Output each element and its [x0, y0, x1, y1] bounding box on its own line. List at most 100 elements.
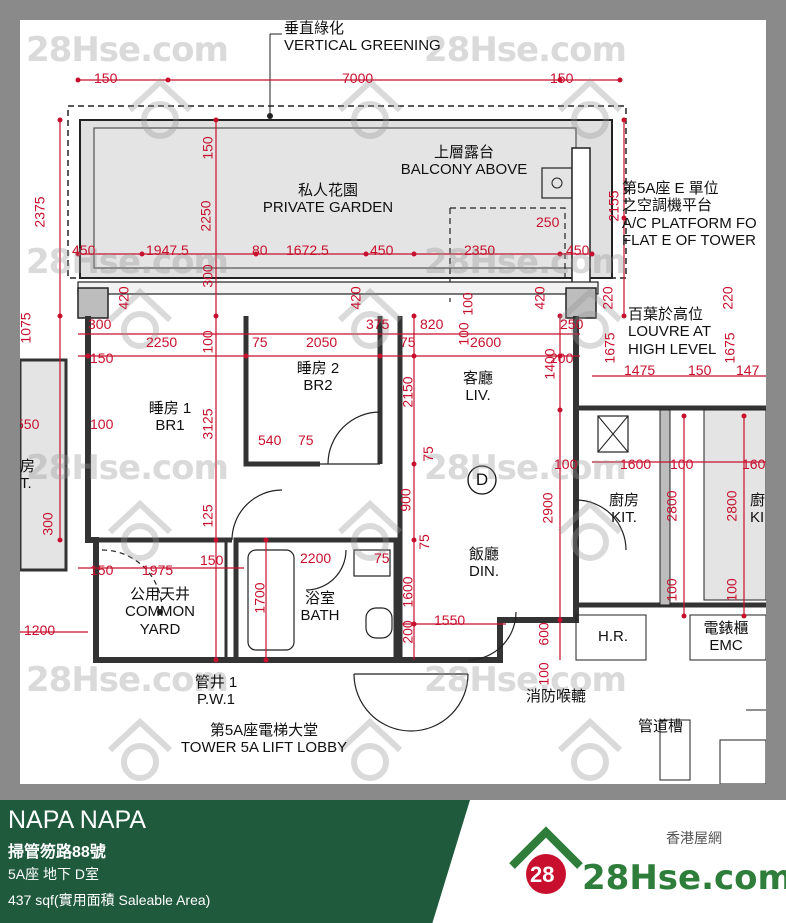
dimension-label: 150 — [550, 70, 574, 86]
dimension-label: 100 — [199, 330, 216, 354]
dimension-lines — [20, 79, 766, 660]
dimension-label: 147 — [736, 362, 760, 378]
dimension-label: 150 — [90, 562, 114, 578]
dimension-label: 2800 — [663, 490, 680, 522]
dimension-label: 1975 — [142, 562, 174, 578]
dimension-label: 150 — [90, 350, 114, 366]
dimension-label: 250 — [560, 316, 584, 332]
vertical-greening-boundary — [67, 105, 627, 279]
dimension-label: 100 — [90, 416, 114, 432]
dimension-label: 250 — [536, 214, 560, 230]
property-address: 掃管笏路88號 — [8, 844, 106, 861]
watermark-badges — [107, 77, 623, 781]
dimension-label: 540 — [258, 432, 282, 448]
dimension-label: 820 — [420, 316, 444, 332]
dimension-label: 300 — [88, 316, 112, 332]
brand-site-link[interactable]: 28Hse.com — [582, 858, 786, 898]
listing-footer: NAPA NAPA 掃管笏路88號 5A座 地下 D室 437 sqf(實用面積… — [0, 800, 786, 923]
dimension-label: 80 — [252, 242, 268, 258]
dimension-label: 200 — [550, 350, 574, 366]
dimension-label: 75 — [400, 334, 416, 350]
dimension-label: 7000 — [342, 70, 374, 86]
dimension-label: 2050 — [306, 334, 338, 350]
dimension-label: 220 — [599, 286, 616, 310]
dimension-label: 75 — [252, 334, 268, 350]
dimension-label: 420 — [347, 286, 364, 310]
dimension-label: 125 — [199, 504, 216, 528]
brand-name-cn: 香港屋網 — [666, 831, 722, 847]
dimension-label: 300 — [199, 264, 216, 288]
dimension-label: 2155 — [605, 190, 622, 222]
dimension-label: 200 — [399, 620, 416, 644]
dimension-label: 420 — [115, 286, 132, 310]
property-unit: 5A座 地下 D室 — [8, 866, 100, 882]
hose-reel-box-label: H.R. — [598, 628, 628, 645]
dimension-label: 1675 — [721, 332, 738, 364]
dimension-label: 150 — [199, 136, 216, 160]
dimension-label: 100 — [554, 456, 578, 472]
dimension-label: 550 — [20, 416, 40, 432]
dimension-label: 100 — [535, 662, 552, 686]
dimension-label: 1600 — [399, 576, 416, 608]
dimension-label: 3125 — [199, 408, 216, 440]
brand-logo-icon — [509, 826, 583, 894]
unit-letter: D — [475, 470, 489, 489]
dimension-label: 1475 — [624, 362, 656, 378]
dimension-label: 1947.5 — [146, 242, 189, 258]
dimension-label: 75 — [415, 534, 432, 550]
dimension-label: 160 — [742, 456, 766, 472]
dimension-label: 2375 — [31, 196, 48, 228]
dimension-label: 2800 — [723, 490, 740, 522]
dimension-label: 375 — [366, 316, 390, 332]
balcony-above-outline — [449, 207, 566, 302]
property-area: 437 sqf(實用面積 Saleable Area) — [8, 892, 211, 908]
dimension-label: 1550 — [434, 612, 466, 628]
footer-info-panel: NAPA NAPA 掃管笏路88號 5A座 地下 D室 437 sqf(實用面積… — [0, 800, 470, 923]
floor-plan: 28Hse.com 28Hse.com 28Hse.com 28Hse.com … — [20, 20, 766, 784]
dimension-label: 2350 — [464, 242, 496, 258]
dimension-label: 150 — [200, 552, 224, 568]
dimension-label: 150 — [688, 362, 712, 378]
dimension-label: 450 — [566, 242, 590, 258]
dimension-label: 2200 — [300, 550, 332, 566]
property-title: NAPA NAPA — [8, 806, 147, 834]
unit-marker — [467, 465, 497, 495]
dimension-label: 1700 — [251, 582, 268, 614]
dimension-ticks — [57, 77, 747, 663]
dimension-label: 150 — [94, 70, 118, 86]
dimension-label: 420 — [531, 286, 548, 310]
dimension-label: 600 — [535, 622, 552, 646]
dimension-label: 75 — [419, 446, 436, 462]
dimension-label: 100 — [459, 292, 476, 316]
dimension-label: 900 — [397, 488, 414, 512]
dimension-label: 1675 — [601, 332, 618, 364]
dimension-label: 2250 — [197, 200, 214, 232]
dimension-label: 1400 — [541, 348, 558, 380]
brand-badge: 28 — [530, 862, 555, 887]
duct-label: 管道槽 — [638, 718, 684, 735]
dimension-label: 100 — [723, 578, 740, 602]
dimension-label: 2250 — [146, 334, 178, 350]
dimension-label: 100 — [663, 578, 680, 602]
dimension-label: 1075 — [20, 312, 34, 344]
dimension-label: 75 — [298, 432, 314, 448]
dimension-label: 2150 — [399, 376, 416, 408]
dimension-label: 100 — [670, 456, 694, 472]
dimension-label: 75 — [374, 550, 390, 566]
dimension-label: 220 — [719, 286, 736, 310]
